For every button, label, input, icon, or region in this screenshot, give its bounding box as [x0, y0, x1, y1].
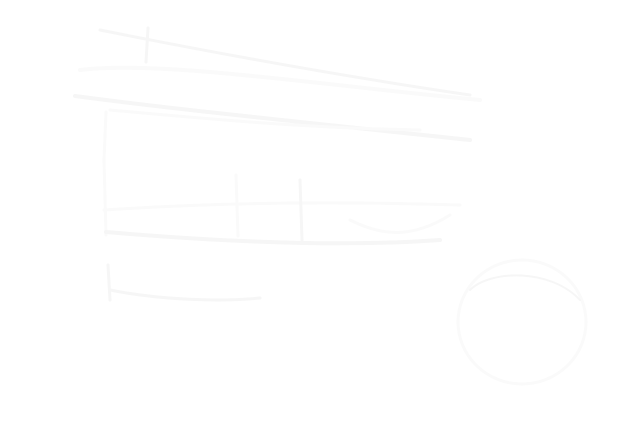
middle-band-lower-stroke — [104, 230, 442, 246]
top-beam-vertical-stroke — [144, 26, 150, 64]
right-wheel-strokes — [456, 258, 588, 386]
top-beam-lower-stroke — [73, 94, 472, 142]
middle-band-vertical-2 — [298, 178, 304, 242]
top-beam-upper-stroke — [98, 28, 472, 97]
middle-band-upper-stroke — [102, 201, 462, 212]
left-frame-lower-line — [106, 263, 112, 302]
top-beam-strokes — [73, 26, 482, 142]
top-beam-short-stroke — [108, 108, 422, 132]
left-frame-strokes — [102, 110, 112, 302]
middle-band-strokes — [102, 173, 462, 246]
middle-band-vertical-1 — [234, 173, 240, 238]
right-wheel-inner-arc — [469, 274, 581, 301]
left-frame-line — [102, 110, 108, 237]
top-beam-middle-stroke — [78, 65, 482, 102]
right-wheel-outline — [456, 258, 588, 386]
middle-band-curve — [348, 213, 452, 234]
lower-strokes — [108, 288, 262, 302]
lower-horizontal-stroke — [108, 288, 262, 302]
